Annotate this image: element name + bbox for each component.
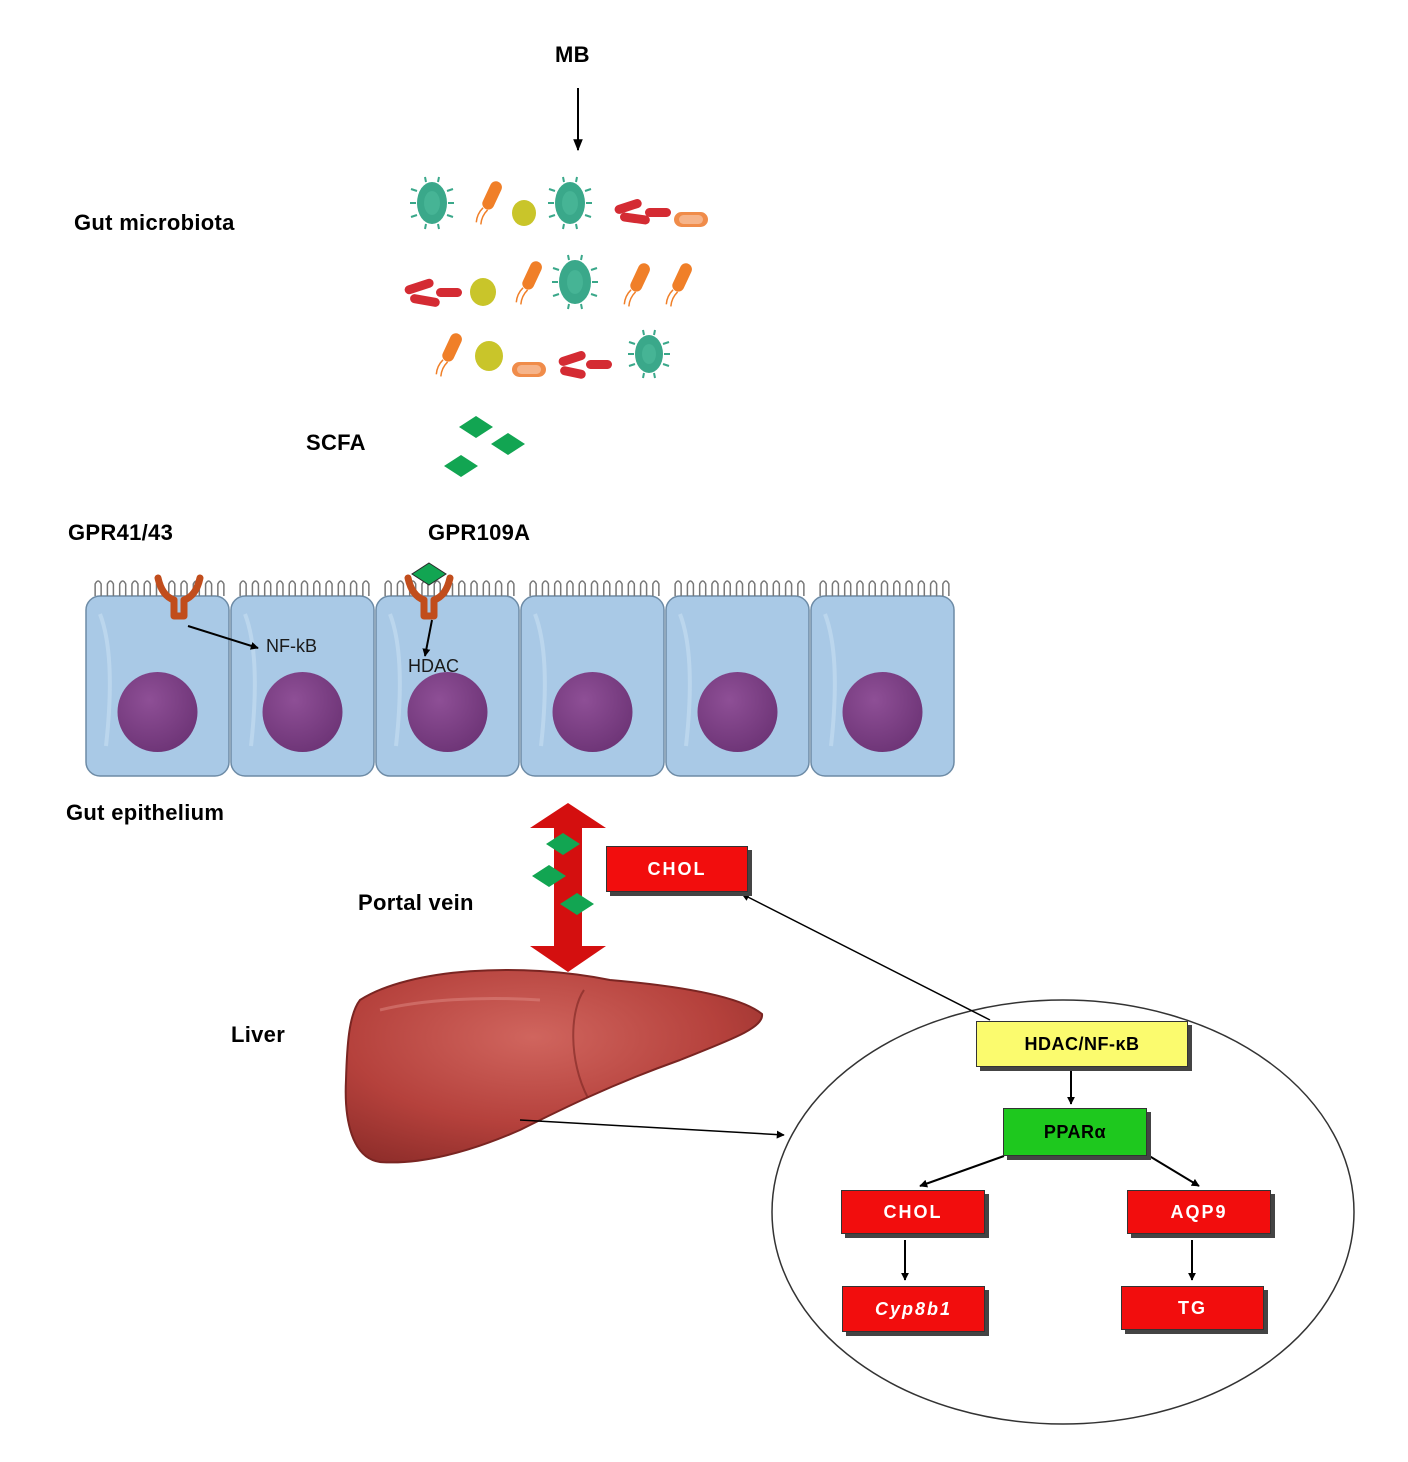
gpr109a-label: GPR109A <box>428 520 531 545</box>
gut-microbiota-bacteria <box>404 176 708 379</box>
cell-nucleus <box>842 672 923 752</box>
epithelial-cell <box>520 580 665 777</box>
ppara-box: PPARα <box>1003 1108 1147 1156</box>
gpr41-43-receptor <box>154 574 204 620</box>
liver-illustration <box>344 968 764 1164</box>
cell-nucleus <box>552 672 633 752</box>
scfa-label: SCFA <box>306 430 366 455</box>
liver-to-ellipse-arrow <box>519 1119 785 1139</box>
liver-pathway-zoom-ellipse <box>771 999 1355 1425</box>
cell-nucleus <box>697 672 778 752</box>
cell-nucleus <box>117 672 198 752</box>
bacterium-teal <box>628 329 670 379</box>
bacterium-orange-rod <box>623 263 650 307</box>
bacterium-yellow <box>470 200 536 371</box>
epithelial-cell <box>810 580 955 777</box>
scfa-bound-ligand <box>411 562 447 586</box>
chol-inner-box: CHOL <box>841 1190 985 1234</box>
portal-vein-label: Portal vein <box>358 890 474 915</box>
nfkb-cell-label: NF-kB <box>266 636 317 656</box>
bacterium-teal <box>552 254 598 310</box>
gpr41-43-label: GPR41/43 <box>68 520 174 545</box>
hdac-nfkb-to-chol-arrow <box>741 893 991 1021</box>
ppara-to-aqp9-arrow <box>1145 1153 1200 1187</box>
bacterium-teal <box>410 176 454 230</box>
mb-label: MB <box>555 42 590 67</box>
gpr109a-receptor <box>404 562 454 620</box>
cyp8b1-box: Cyp8b1 <box>842 1286 985 1332</box>
gut-epithelium-cells <box>85 580 955 777</box>
hdac-nfkb-box: HDAC/NF-κB <box>976 1021 1188 1067</box>
bacterium-orange-rod <box>435 333 462 377</box>
portal-vein-arrow <box>530 803 606 972</box>
epithelial-cell <box>230 580 375 777</box>
bacterium-orange-rod <box>475 181 502 225</box>
aqp9-box: AQP9 <box>1127 1190 1271 1234</box>
gpr109a-to-hdac-arrow <box>422 619 433 657</box>
epithelial-cell <box>665 580 810 777</box>
hdac-cell-label: HDAC <box>408 656 460 676</box>
tg-box: TG <box>1121 1286 1264 1330</box>
epithelial-cell <box>375 580 520 777</box>
cell-nucleus <box>262 672 343 752</box>
gut-microbiota-label: Gut microbiota <box>74 210 235 235</box>
ppara-to-chol-arrow <box>919 1155 1005 1188</box>
epithelial-cell <box>85 580 230 777</box>
bacterium-orange-capsule <box>512 212 708 377</box>
gut-epithelium-label: Gut epithelium <box>66 800 225 825</box>
cell-nucleus <box>407 672 488 752</box>
chol-top-box: CHOL <box>606 846 748 892</box>
bacterium-orange-rod <box>515 261 542 305</box>
bacterium-orange-rod <box>665 263 692 307</box>
bacterium-red-rod <box>404 199 671 379</box>
liver-label: Liver <box>231 1022 286 1047</box>
gpr41-to-nfkb-arrow <box>187 625 259 650</box>
bacterium-teal <box>548 176 592 230</box>
scfa-molecules <box>444 416 525 477</box>
